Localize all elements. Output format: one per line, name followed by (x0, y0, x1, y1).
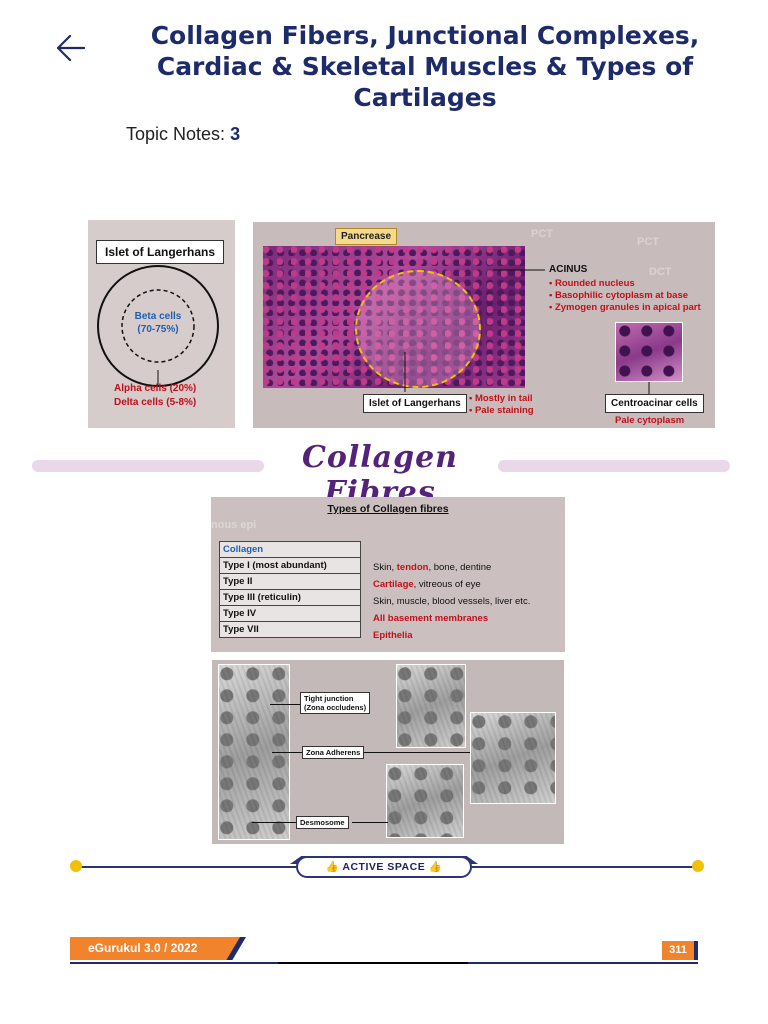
pointer-lines (404, 269, 650, 394)
collagen-descriptions: Skin, tendon, bone, dentine Cartilage, v… (373, 559, 530, 644)
acinus-points: Rounded nucleus Basophilic cytoplasm at … (549, 278, 701, 314)
islet-diagram-figure: Islet of Langerhans Beta cells (70-75%) … (88, 220, 235, 428)
table-cell: Type VII (219, 621, 361, 638)
beta-cells-label: Beta cells (70-75%) (122, 310, 194, 336)
footer-brand: eGurukul 3.0 / 2022 (70, 937, 240, 960)
pointer-line (270, 704, 300, 705)
table-cell: Type II (219, 573, 361, 590)
islet-label: Islet of Langerhans (363, 394, 467, 413)
collagen-types-figure: nous epi Types of Collagen fibres Collag… (211, 497, 565, 652)
pointer-line (272, 752, 302, 753)
table-row: Type I (most abundant) (219, 557, 361, 574)
collagen-types-title: Types of Collagen fibres (327, 503, 449, 515)
watermark: nous epi (211, 519, 257, 531)
active-space-dot-right (692, 860, 704, 872)
desc-highlight: All basement membranes (373, 613, 489, 624)
desc-highlight: tendon (396, 562, 429, 573)
zona-adherens-label: Zona Adherens (302, 746, 365, 759)
list-item: Basophilic cytoplasm at base (549, 290, 701, 302)
list-item: Zymogen granules in apical part (549, 302, 701, 314)
beta-percent: (70-75%) (137, 324, 179, 335)
desc-text: Skin, muscle, blood vessels, liver etc. (373, 596, 531, 607)
centroacinar-label: Centroacinar cells (605, 394, 704, 413)
em-image-desmosome (386, 764, 464, 838)
pointer-line (352, 822, 388, 823)
beta-label: Beta cells (134, 311, 182, 322)
pancreas-micrograph-figure: PCT PCT DCT Pancrease ACINUS Rounded nuc… (253, 222, 715, 428)
watermark: PCT (531, 228, 553, 240)
table-row: Type VII (219, 621, 361, 638)
banner-bar-left (32, 460, 264, 472)
table-cell: Type IV (219, 605, 361, 622)
table-cell: Type I (most abundant) (219, 557, 361, 574)
collagen-types-table: Collagen Type I (most abundant) Type II … (219, 541, 361, 638)
alpha-label: Alpha cells (20%) (114, 383, 197, 394)
table-row: Type III (reticulin) (219, 589, 361, 606)
thumbs-up-icon: 👍 (325, 861, 340, 873)
desc-highlight: Epithelia (373, 630, 413, 641)
islet-circles-diagram (97, 265, 219, 387)
thumbs-up-icon: 👍 (428, 861, 443, 873)
table-row: Type II (219, 573, 361, 590)
page-number: 311 (662, 941, 698, 960)
table-header: Collagen (219, 541, 361, 558)
description-row: Epithelia (373, 627, 530, 644)
topic-number: 3 (230, 124, 241, 144)
watermark: DCT (649, 266, 672, 278)
list-item: Rounded nucleus (549, 278, 701, 290)
description-row: Cartilage, vitreous of eye (373, 576, 530, 593)
acinus-title: ACINUS (549, 264, 588, 275)
topic-label: Topic Notes: (126, 124, 226, 144)
watermark: PCT (637, 236, 659, 248)
desc-text: , bone, dentine (428, 562, 492, 573)
footer-line-accent (278, 962, 468, 964)
centroacinar-note: Pale cytoplasm (615, 415, 685, 426)
desc-highlight: Cartilage (373, 579, 414, 590)
active-space-badge: 👍 ACTIVE SPACE 👍 (296, 856, 472, 878)
desmosome-label: Desmosome (296, 816, 349, 829)
description-row: All basement membranes (373, 610, 530, 627)
description-row: Skin, muscle, blood vessels, liver etc. (373, 593, 530, 610)
back-arrow-button[interactable] (52, 30, 92, 66)
inner-dashed-circle (121, 289, 195, 363)
junctional-complex-figure: Tight junction (Zona occludens) Zona Adh… (212, 660, 564, 844)
pancrease-tag: Pancrease (335, 228, 398, 245)
delta-label: Delta cells (5-8%) (114, 397, 197, 408)
description-row: Skin, tendon, bone, dentine (373, 559, 530, 576)
list-item: Mostly in tail (469, 393, 534, 405)
arrow-left-icon (56, 34, 86, 62)
active-space-label: ACTIVE SPACE (342, 861, 426, 873)
islet-points: Mostly in tail Pale staining (469, 393, 534, 417)
em-image-microvilli (396, 664, 466, 748)
tight-junction-label: Tight junction (Zona occludens) (300, 692, 371, 714)
banner-bar-right (498, 460, 730, 472)
list-item: Pale staining (469, 405, 534, 417)
page-title: Collagen Fibers, Junctional Complexes, C… (150, 21, 700, 112)
table-row: Collagen (219, 541, 361, 558)
pointer-line (252, 822, 296, 823)
alpha-delta-labels: Alpha cells (20%) Delta cells (5-8%) (114, 382, 196, 410)
table-row: Type IV (219, 605, 361, 622)
centroacinar-image (615, 322, 683, 382)
desc-text: , vitreous of eye (413, 579, 481, 590)
topic-notes: Topic Notes: 3 (126, 124, 240, 145)
tight-label-line1: Tight junction (304, 694, 354, 703)
islet-highlight-circle (355, 270, 481, 388)
islet-diagram-title: Islet of Langerhans (96, 240, 224, 264)
micrograph-image (263, 246, 525, 388)
active-space-dot-left (70, 860, 82, 872)
em-image-adherens (470, 712, 556, 804)
desc-text: Skin, (373, 562, 397, 573)
pointer-line (362, 752, 470, 753)
table-cell: Type III (reticulin) (219, 589, 361, 606)
tight-label-line2: (Zona occludens) (304, 703, 367, 712)
